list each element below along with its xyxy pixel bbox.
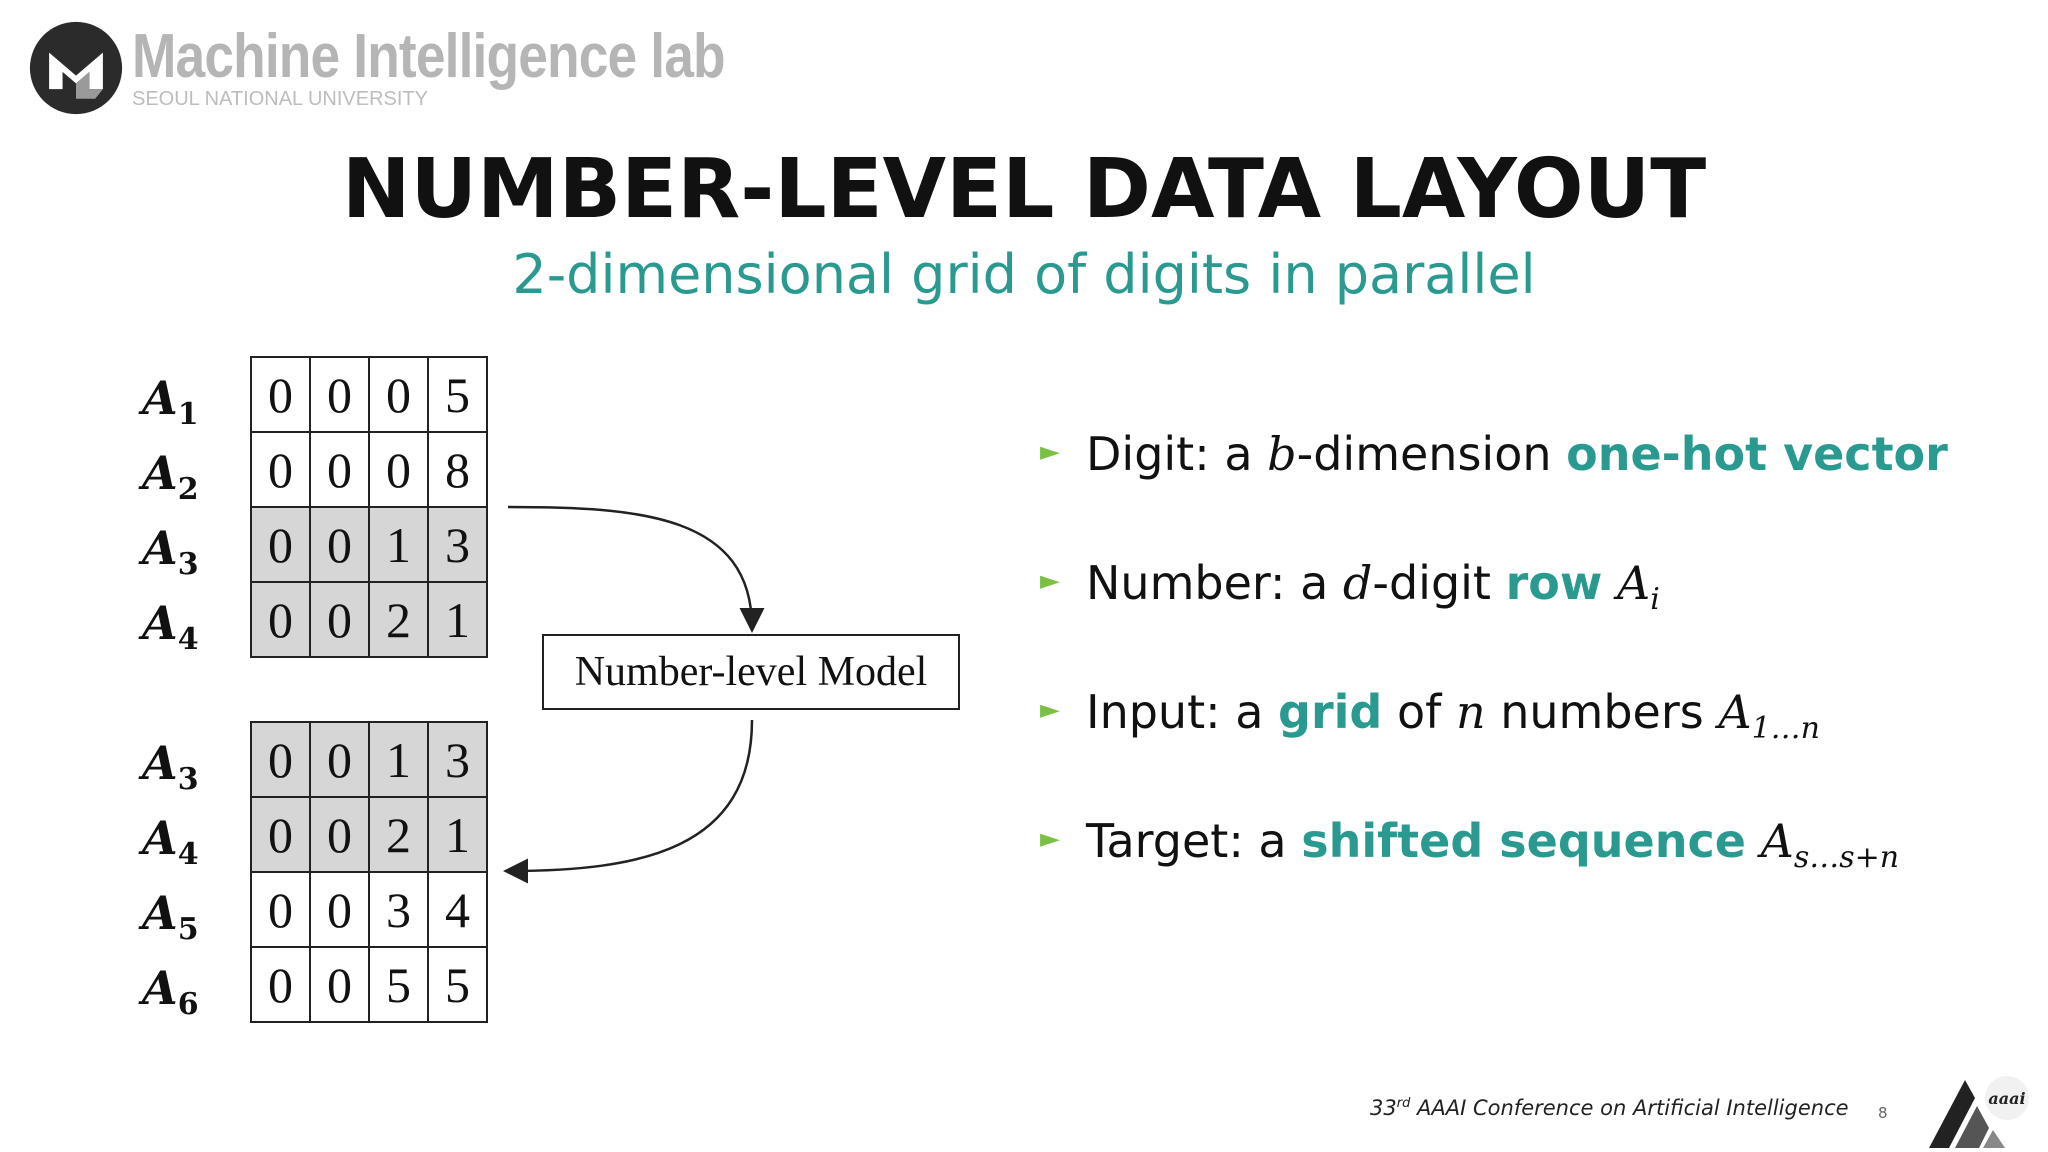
digit-cell: 0 [250,506,311,583]
digit-cell: 0 [250,581,311,658]
row-label: A2 [142,446,199,507]
grid-row-shaded: 0 0 1 3 [250,721,488,798]
digit-cell: 0 [250,796,311,873]
aaai-logo-icon: aaai [1929,1076,2029,1148]
row-label: A6 [142,961,199,1022]
digit-cell: 0 [309,356,370,433]
bullet-arrow-icon: ► [1040,437,1060,467]
digit-cell: 0 [250,356,311,433]
digit-cell: 1 [368,721,429,798]
digit-cell: 4 [427,871,488,948]
lab-subtitle: SEOUL NATIONAL UNIVERSITY [132,88,428,110]
arrow-from-model [503,719,754,884]
input-grid: 0 0 0 5 0 0 0 8 0 0 1 3 0 0 2 1 [250,356,488,658]
digit-cell: 0 [250,721,311,798]
digit-cell: 1 [368,506,429,583]
page-number: 8 [1878,1104,1888,1122]
grid-row: 0 0 5 5 [250,946,488,1023]
row-label: A1 [142,371,199,432]
arrow-to-model [507,505,765,633]
svg-text:aaai: aaai [1988,1089,2025,1108]
digit-cell: 0 [250,946,311,1023]
digit-cell: 3 [427,721,488,798]
digit-cell: 0 [309,506,370,583]
row-label: A4 [142,596,199,657]
digit-cell: 0 [309,581,370,658]
digit-cell: 0 [250,431,311,508]
digit-cell: 0 [309,871,370,948]
digit-cell: 0 [309,721,370,798]
bullet-target: ►Target: a shifted sequence As…s+n [1040,814,1900,875]
digit-cell: 5 [427,356,488,433]
digit-cell: 0 [309,431,370,508]
slide-title: NUMBER-LEVEL DATA LAYOUT [341,142,1707,237]
row-label: A4 [142,811,199,872]
bullet-arrow-icon: ► [1040,566,1060,596]
lab-name: Machine Intelligence lab [132,22,726,91]
row-label: A3 [142,736,199,797]
bullet-input: ►Input: a grid of n numbers A1…n [1040,685,1820,746]
digit-cell: 2 [368,796,429,873]
model-box: Number-level Model [542,634,960,710]
bullet-arrow-icon: ► [1040,824,1060,854]
digit-cell: 0 [309,946,370,1023]
bullet-digit: ►Digit: a b-dimension one-hot vector [1040,427,1948,481]
digit-cell: 0 [250,871,311,948]
grid-row-shaded: 0 0 1 3 [250,506,488,583]
digit-cell: 0 [368,356,429,433]
digit-cell: 3 [427,506,488,583]
grid-row-shaded: 0 0 2 1 [250,581,488,658]
grid-row: 0 0 3 4 [250,871,488,948]
row-label: A3 [142,521,199,582]
digit-cell: 1 [427,796,488,873]
output-grid: 0 0 1 3 0 0 2 1 0 0 3 4 0 0 5 5 [250,721,488,1023]
digit-cell: 1 [427,581,488,658]
row-label: A5 [142,886,199,947]
bullet-number: ►Number: a d-digit row Ai [1040,556,1660,617]
digit-cell: 0 [368,431,429,508]
digit-cell: 3 [368,871,429,948]
grid-row-shaded: 0 0 2 1 [250,796,488,873]
slide-subtitle: 2-dimensional grid of digits in parallel [512,243,1536,306]
lab-logo-icon [29,21,123,115]
grid-row: 0 0 0 5 [250,356,488,433]
digit-cell: 5 [427,946,488,1023]
digit-cell: 0 [309,796,370,873]
bullet-arrow-icon: ► [1040,695,1060,725]
grid-row: 0 0 0 8 [250,431,488,508]
footer-conference: 33rd AAAI Conference on Artificial Intel… [1370,1096,1849,1120]
digit-cell: 5 [368,946,429,1023]
digit-cell: 2 [368,581,429,658]
digit-cell: 8 [427,431,488,508]
